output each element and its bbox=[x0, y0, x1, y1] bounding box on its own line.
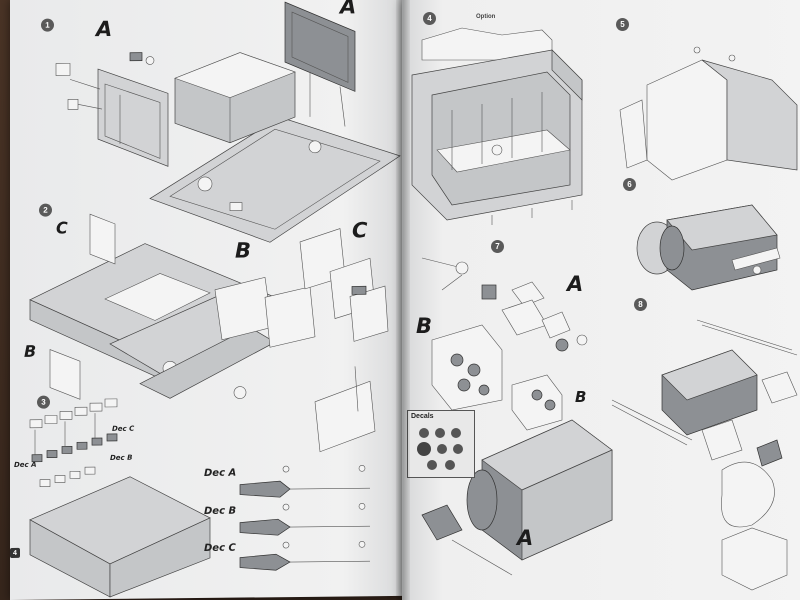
subassembly-letter: B bbox=[416, 314, 433, 338]
subassembly-letter: A bbox=[96, 16, 113, 42]
step-number-badge: 4 bbox=[423, 12, 436, 25]
option-label: Option bbox=[476, 14, 496, 20]
subassembly-letter: A bbox=[340, 0, 357, 19]
subassembly-letter: B bbox=[235, 238, 252, 263]
step-4-8-assembly-drawings bbox=[411, 27, 798, 591]
instruction-page-left: 1 2 3 A A C B C B Dec C Dec A Dec B Dec … bbox=[10, 0, 402, 600]
step-number-badge: 2 bbox=[39, 203, 52, 217]
page-number: 4 bbox=[10, 547, 20, 558]
decal-callout: Dec C bbox=[112, 424, 135, 433]
step-1-2-3-assembly-drawings bbox=[29, 1, 401, 598]
shell-decal-label: Dec B bbox=[204, 505, 237, 517]
step-number-badge: 1 bbox=[41, 18, 54, 32]
step-number-badge: 7 bbox=[491, 240, 504, 253]
instruction-page-right: 4 5 6 7 8 Option A B B A Decals bbox=[402, 0, 800, 600]
decals-title: Decals bbox=[411, 413, 434, 420]
subassembly-letter: A bbox=[567, 272, 584, 296]
book-spine-shadow bbox=[396, 0, 410, 600]
shell-decal-label: Dec C bbox=[204, 542, 236, 554]
step-number-badge: 3 bbox=[37, 395, 50, 409]
subassembly-letter: B bbox=[24, 341, 37, 361]
decal-callout: Dec B bbox=[110, 453, 133, 462]
shell-decal-label: Dec A bbox=[204, 467, 237, 479]
step-number-badge: 8 bbox=[634, 298, 647, 311]
decals-inset: Decals bbox=[407, 410, 475, 478]
step-number-badge: 5 bbox=[616, 18, 629, 31]
decal-callout: Dec A bbox=[14, 460, 37, 469]
step-number-badge: 6 bbox=[623, 178, 636, 191]
subassembly-letter: C bbox=[352, 218, 368, 243]
subassembly-letter: C bbox=[56, 218, 68, 238]
decal-circles bbox=[417, 428, 463, 470]
subassembly-letter: B bbox=[575, 388, 587, 406]
subassembly-letter: A bbox=[517, 526, 534, 550]
